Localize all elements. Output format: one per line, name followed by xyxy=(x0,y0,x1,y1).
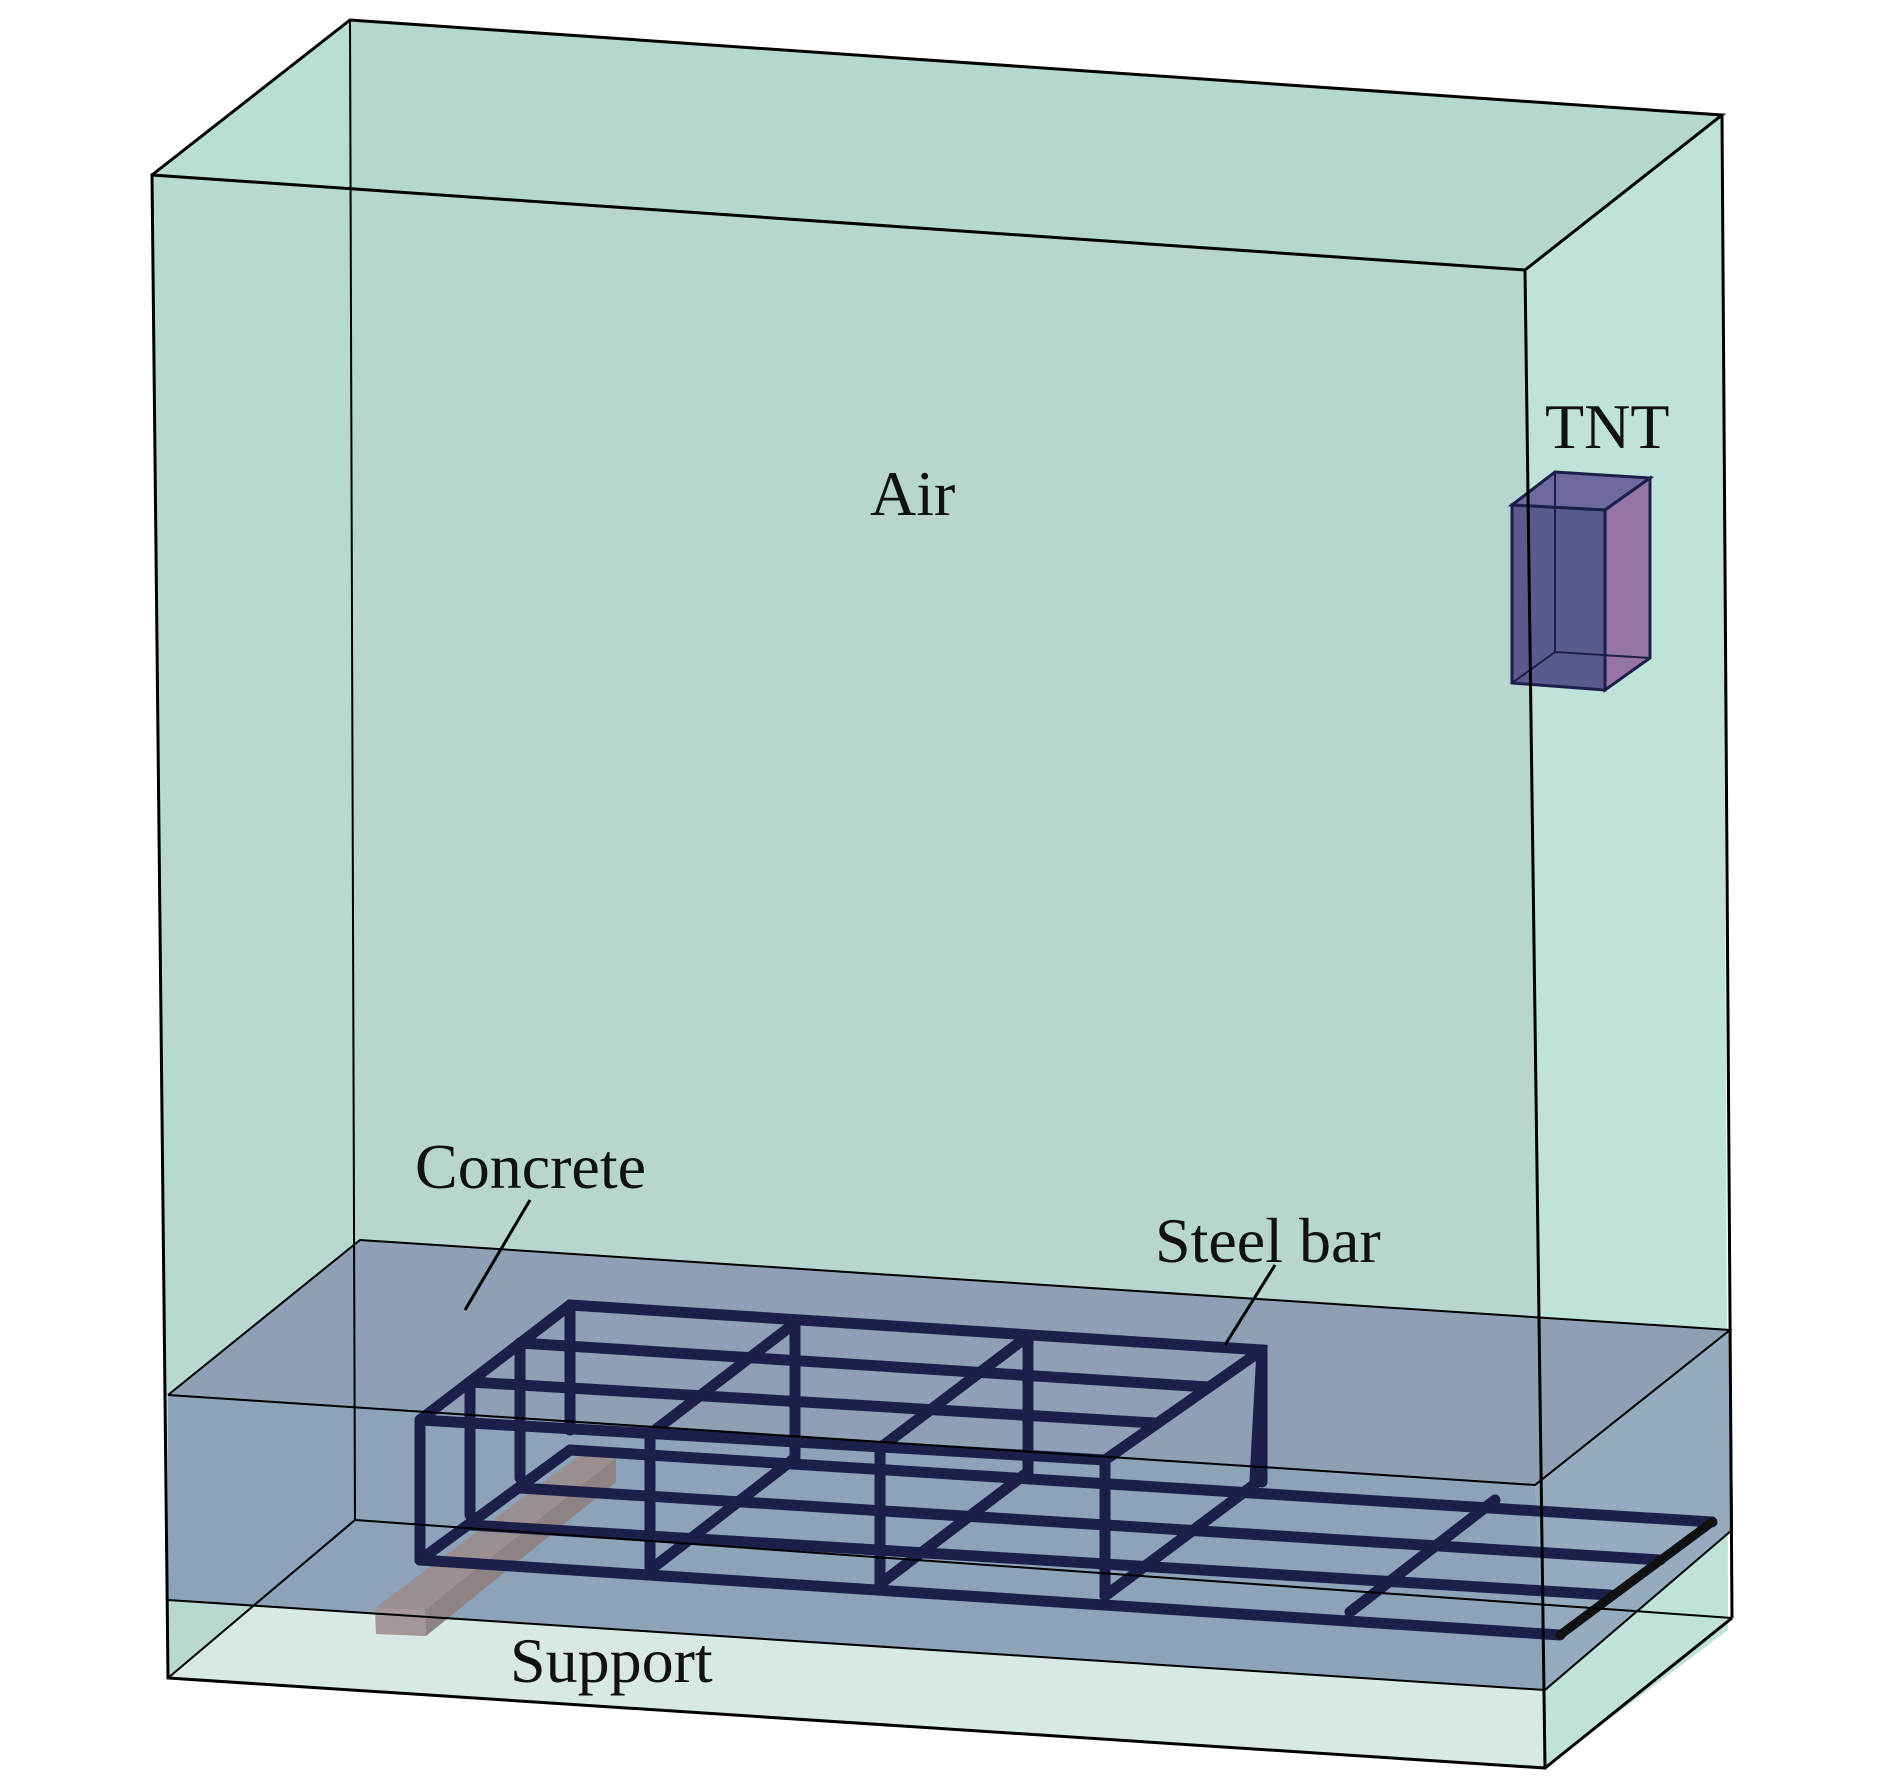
steel-bar xyxy=(1555,1517,1717,1640)
edge xyxy=(1729,1329,1733,1531)
steel-bar xyxy=(874,1330,1034,1454)
leader-lines xyxy=(463,1199,1277,1346)
steel-bar xyxy=(464,1519,1616,1601)
steel-bar xyxy=(514,1337,1214,1393)
concrete-leader xyxy=(463,1199,532,1311)
edge xyxy=(354,1519,1733,1619)
label-air: Air xyxy=(870,458,955,529)
edge xyxy=(1544,1616,1733,1770)
label-tnt: TNT xyxy=(1545,391,1669,462)
steel-bar xyxy=(464,1376,1161,1429)
steel-bar xyxy=(644,1452,801,1576)
concrete-top-face xyxy=(168,1240,1730,1485)
tnt-hidden-edge xyxy=(1511,651,1556,684)
steel-bar xyxy=(874,1466,1034,1590)
label-steel-bar: Steel bar xyxy=(1155,1205,1381,1276)
label-concrete: Concrete xyxy=(415,1131,646,1202)
edge xyxy=(151,18,1726,272)
tnt-hidden-edge xyxy=(1554,651,1651,659)
steel-bar xyxy=(1099,1478,1261,1602)
air-edges xyxy=(150,18,1734,1770)
steel-bar xyxy=(414,1444,576,1566)
tnt-front xyxy=(1510,503,1607,692)
support-side xyxy=(425,1458,616,1636)
support-front xyxy=(375,1608,426,1636)
label-support: Support xyxy=(510,1625,713,1696)
steel-bar xyxy=(564,1444,1718,1528)
steel-bar-leader xyxy=(1223,1264,1277,1346)
steel-bar-cage xyxy=(414,1299,1718,1641)
concrete-right-face xyxy=(1535,1330,1732,1690)
steel-bar xyxy=(644,1317,801,1440)
edge xyxy=(167,1529,1733,1692)
steel-bar xyxy=(514,1482,1666,1566)
tnt-block xyxy=(1507,470,1655,693)
steel-bar xyxy=(414,1554,1566,1641)
edge xyxy=(167,1519,356,1679)
edge xyxy=(349,19,356,1521)
